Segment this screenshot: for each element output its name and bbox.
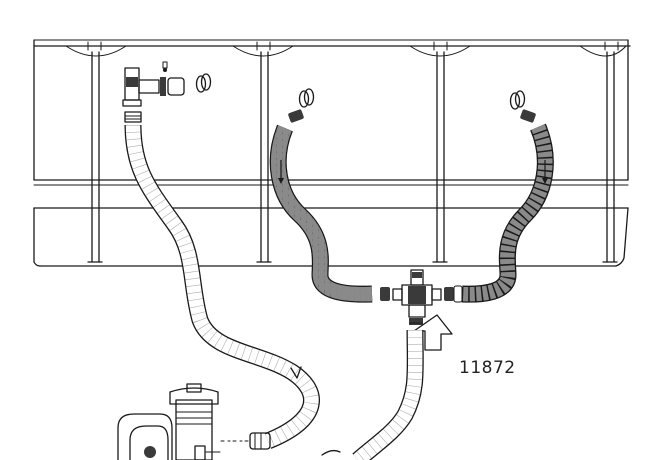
grey-hose-top-fitting-left bbox=[288, 88, 315, 123]
hose-end-fitting bbox=[217, 432, 271, 450]
frame-leg bbox=[436, 51, 445, 263]
frame-leg bbox=[606, 51, 615, 263]
filter-pump-icon bbox=[117, 383, 221, 460]
flow-arrow-icon bbox=[290, 366, 302, 379]
white-hose-tail bbox=[321, 449, 341, 456]
flow-arrow-icon bbox=[278, 160, 284, 184]
grey-hose-right bbox=[461, 123, 554, 303]
white-hose bbox=[124, 124, 320, 449]
frame-leg bbox=[91, 51, 100, 263]
part-number-label: 11872 bbox=[459, 358, 516, 378]
split-valve-icon bbox=[380, 269, 463, 325]
flow-arrow-icon bbox=[542, 160, 548, 184]
frame-leg bbox=[260, 51, 269, 263]
grey-hose-top-fitting-right bbox=[509, 90, 536, 123]
inlet-connector-assembly bbox=[122, 61, 212, 123]
grey-hose-left bbox=[269, 124, 373, 303]
white-hose-center bbox=[352, 329, 424, 460]
